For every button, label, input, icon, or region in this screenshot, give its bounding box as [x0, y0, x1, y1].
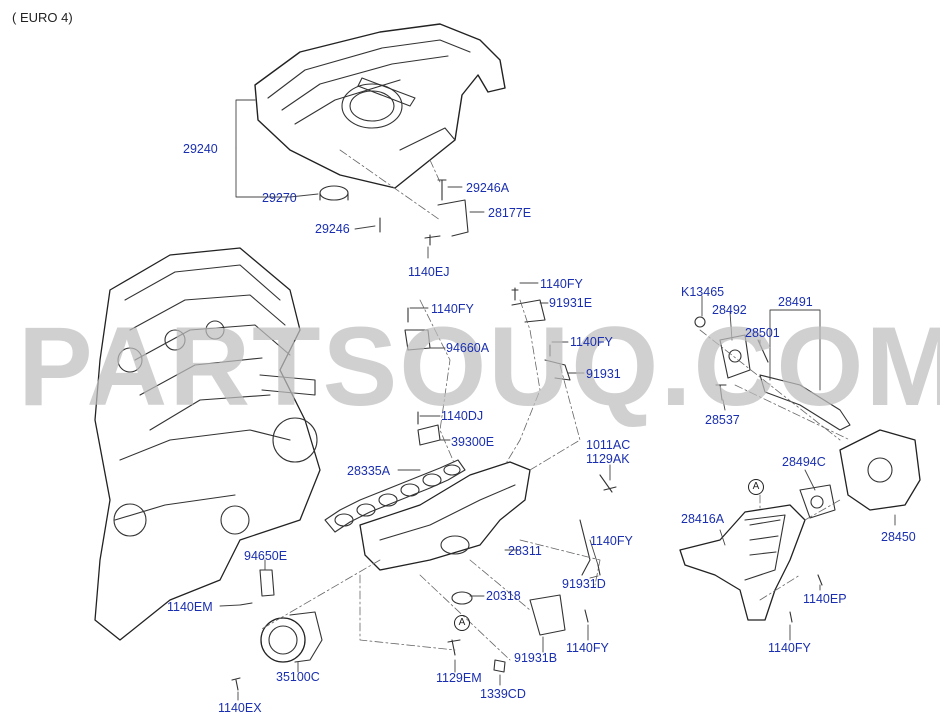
- part-label-28501[interactable]: 28501: [745, 326, 780, 340]
- part-label-28494c[interactable]: 28494C: [782, 455, 826, 469]
- watermark: PARTSOUQ.COM: [18, 304, 940, 429]
- part-label-28311[interactable]: 28311: [508, 544, 542, 558]
- part-label-1140fy[interactable]: 1140FY: [566, 641, 609, 655]
- part-label-91931d[interactable]: 91931D: [562, 577, 606, 591]
- part-label-94660a[interactable]: 94660A: [446, 341, 490, 355]
- part-label-29270[interactable]: 29270: [262, 191, 297, 205]
- part-label-91931e[interactable]: 91931E: [549, 296, 593, 310]
- part-label-1140fy[interactable]: 1140FY: [431, 302, 474, 316]
- part-label-91931[interactable]: 91931: [586, 367, 621, 381]
- leader-lines: [219, 99, 896, 701]
- part-label-94650e[interactable]: 94650E: [244, 549, 288, 563]
- part-label-k13465[interactable]: K13465: [681, 285, 725, 299]
- hardware-drawings: [231, 179, 823, 691]
- part-label-28335a[interactable]: 28335A: [347, 464, 391, 478]
- part-label-1011ac[interactable]: 1011AC: [586, 438, 631, 452]
- part-label-1140dj[interactable]: 1140DJ: [441, 409, 484, 423]
- part-label-29240[interactable]: 29240: [183, 142, 218, 156]
- part-label-28177e[interactable]: 28177E: [488, 206, 532, 220]
- part-label-29246[interactable]: 29246: [315, 222, 350, 236]
- part-label-39300e[interactable]: 39300E: [451, 435, 495, 449]
- intake-manifold-drawing: [324, 459, 531, 571]
- engine-cover-drawing: [254, 23, 506, 189]
- egr-cooler-drawing: [679, 334, 921, 621]
- part-label-1140fy[interactable]: 1140FY: [570, 335, 613, 349]
- part-label-20318[interactable]: 20318: [486, 589, 521, 603]
- part-label-1129em[interactable]: 1129EM: [436, 671, 482, 685]
- part-label-28450[interactable]: 28450: [881, 530, 916, 544]
- reference-marker-a: A: [454, 615, 470, 631]
- part-label-91931b[interactable]: 91931B: [514, 651, 558, 665]
- part-label-1140ep[interactable]: 1140EP: [803, 592, 847, 606]
- part-label-28491[interactable]: 28491: [778, 295, 813, 309]
- part-label-1140em[interactable]: 1140EM: [167, 600, 213, 614]
- part-label-1339cd[interactable]: 1339CD: [480, 687, 526, 701]
- part-label-1140fy[interactable]: 1140FY: [768, 641, 811, 655]
- reference-marker-a: A: [748, 479, 764, 495]
- diagram-header: ( EURO 4): [12, 10, 73, 25]
- part-label-29246a[interactable]: 29246A: [466, 181, 510, 195]
- part-label-1140fy[interactable]: 1140FY: [540, 277, 583, 291]
- part-label-1129ak[interactable]: 1129AK: [586, 452, 630, 466]
- assembly-lines: [259, 149, 851, 661]
- part-label-1140fy[interactable]: 1140FY: [590, 534, 633, 548]
- part-label-35100c[interactable]: 35100C: [276, 670, 320, 684]
- part-label-1140ej[interactable]: 1140EJ: [408, 265, 450, 279]
- engine-block-drawing: [94, 247, 321, 641]
- throttle-body-drawing: [260, 611, 323, 663]
- part-label-1140ex[interactable]: 1140EX: [218, 701, 262, 715]
- part-label-28537[interactable]: 28537: [705, 413, 740, 427]
- part-label-28416a[interactable]: 28416A: [681, 512, 725, 526]
- part-label-28492[interactable]: 28492: [712, 303, 747, 317]
